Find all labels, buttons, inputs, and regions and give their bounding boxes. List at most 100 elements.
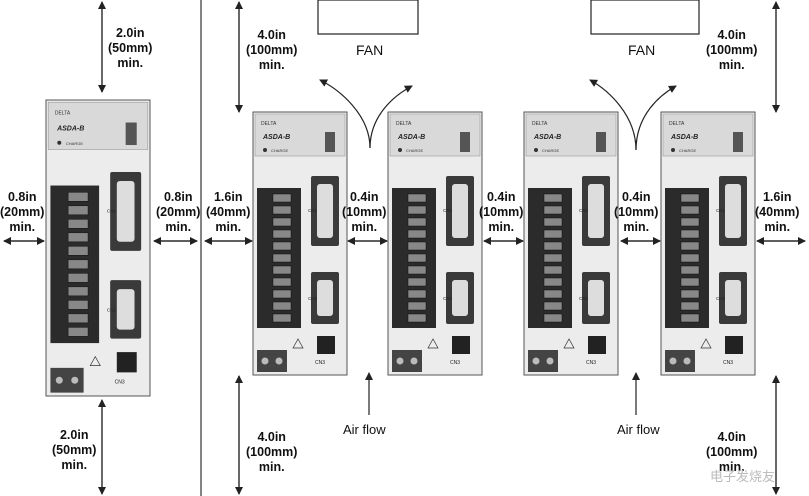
row-gap-2-label: 0.4in (10mm) min. <box>479 190 523 235</box>
dim-min: min. <box>488 220 515 234</box>
single-drive-dimension-arrows <box>3 1 198 495</box>
drive-model-text: ASDA-B <box>56 125 84 132</box>
drive-display-window <box>325 132 335 152</box>
charge-text: CHARGE <box>271 148 288 153</box>
terminal-screw <box>272 217 292 227</box>
terminal-screw <box>407 301 427 311</box>
terminal-screw <box>543 301 563 311</box>
dim-value: 1.6in <box>213 190 243 204</box>
ground-screw <box>396 357 404 365</box>
dim-min: min. <box>258 460 285 474</box>
dim-min: min. <box>764 220 791 234</box>
terminal-screw <box>67 192 89 202</box>
drive-brand-text: DELTA <box>669 121 685 127</box>
terminal-screw <box>407 289 427 299</box>
airflow-arrows-left <box>319 79 413 149</box>
row-top-left-clearance-label: 4.0in (100mm) min. <box>246 28 297 73</box>
cn1-port <box>452 184 468 238</box>
charge-led <box>263 148 267 152</box>
dim-value: 1.6in <box>762 190 792 204</box>
cn2-text: CN2 <box>443 296 452 301</box>
fan-box-left <box>317 0 419 35</box>
fan-box-right <box>590 0 700 35</box>
terminal-screw <box>272 229 292 239</box>
terminal-screw <box>543 265 563 275</box>
cn3-text: CN3 <box>586 360 596 366</box>
cn2-port <box>452 280 468 316</box>
dim-value: 0.4in <box>621 190 651 204</box>
drive-display-window <box>460 132 470 152</box>
terminal-screw <box>543 193 563 203</box>
cn1-text: CN1 <box>443 208 452 213</box>
charge-led <box>57 140 62 145</box>
single-right-clearance-label: 0.8in (20mm) min. <box>156 190 200 235</box>
dim-metric: (100mm) <box>246 43 298 57</box>
terminal-screw <box>272 277 292 287</box>
dim-value: 0.4in <box>486 190 516 204</box>
terminal-screw <box>680 205 700 215</box>
cn1-port <box>116 181 135 242</box>
cn3-text: CN3 <box>450 360 460 366</box>
terminal-screw <box>680 193 700 203</box>
single-bottom-clearance-label: 2.0in (50mm) min. <box>52 428 96 473</box>
terminal-screw <box>407 241 427 251</box>
terminal-screw <box>680 217 700 227</box>
terminal-screw <box>543 217 563 227</box>
terminal-screw <box>407 265 427 275</box>
cn3-connector <box>588 336 606 354</box>
cn2-port <box>116 289 135 330</box>
terminal-screw <box>680 229 700 239</box>
terminal-screw <box>680 289 700 299</box>
cn2-text: CN2 <box>308 296 317 301</box>
fan-label-right: FAN <box>628 42 656 58</box>
ground-screw <box>71 376 79 384</box>
cn2-text: CN2 <box>107 308 116 313</box>
terminal-screw <box>272 301 292 311</box>
ground-terminal <box>528 350 558 372</box>
terminal-screw <box>543 313 563 323</box>
row-right-clearance-label: 1.6in (40mm) min. <box>755 190 799 235</box>
ground-screw <box>261 357 269 365</box>
charge-led <box>534 148 538 152</box>
row-gap-3-label: 0.4in (10mm) min. <box>614 190 658 235</box>
warning-triangle-icon <box>700 338 712 349</box>
dim-value: 2.0in <box>115 26 145 40</box>
charge-led <box>398 148 402 152</box>
terminal-screw <box>680 253 700 263</box>
cn2-port <box>725 280 741 316</box>
dim-value: 4.0in <box>717 430 746 444</box>
terminal-screw <box>680 265 700 275</box>
charge-text: CHARGE <box>406 148 423 153</box>
dim-metric: (40mm) <box>206 205 251 219</box>
drive-display-window <box>733 132 743 152</box>
fan-label-left: FAN <box>356 42 384 58</box>
ground-terminal <box>257 350 287 372</box>
terminal-screw <box>272 253 292 263</box>
terminal-screw <box>67 205 89 216</box>
ground-screw <box>55 376 63 384</box>
cn2-port <box>317 280 333 316</box>
terminal-screw <box>680 277 700 287</box>
terminal-screw <box>67 259 89 270</box>
row-drive-dimension-arrows <box>204 1 806 495</box>
terminal-screw <box>407 229 427 239</box>
drive-brand-text: DELTA <box>396 121 412 127</box>
dim-metric: (50mm) <box>52 443 97 457</box>
terminal-screw <box>543 229 563 239</box>
terminal-screw <box>272 241 292 251</box>
cn1-text: CN1 <box>107 209 116 214</box>
terminal-screw <box>67 327 89 337</box>
cn1-port <box>317 184 333 238</box>
drive-model-text: ASDA-B <box>397 134 425 141</box>
terminal-screw <box>543 253 563 263</box>
dim-metric: (40mm) <box>755 205 800 219</box>
row-gap-1-label: 0.4in (10mm) min. <box>342 190 386 235</box>
ground-terminal <box>50 367 84 393</box>
dim-value: 4.0in <box>257 430 286 444</box>
terminal-screw <box>67 313 89 324</box>
dim-metric: (100mm) <box>706 43 758 57</box>
